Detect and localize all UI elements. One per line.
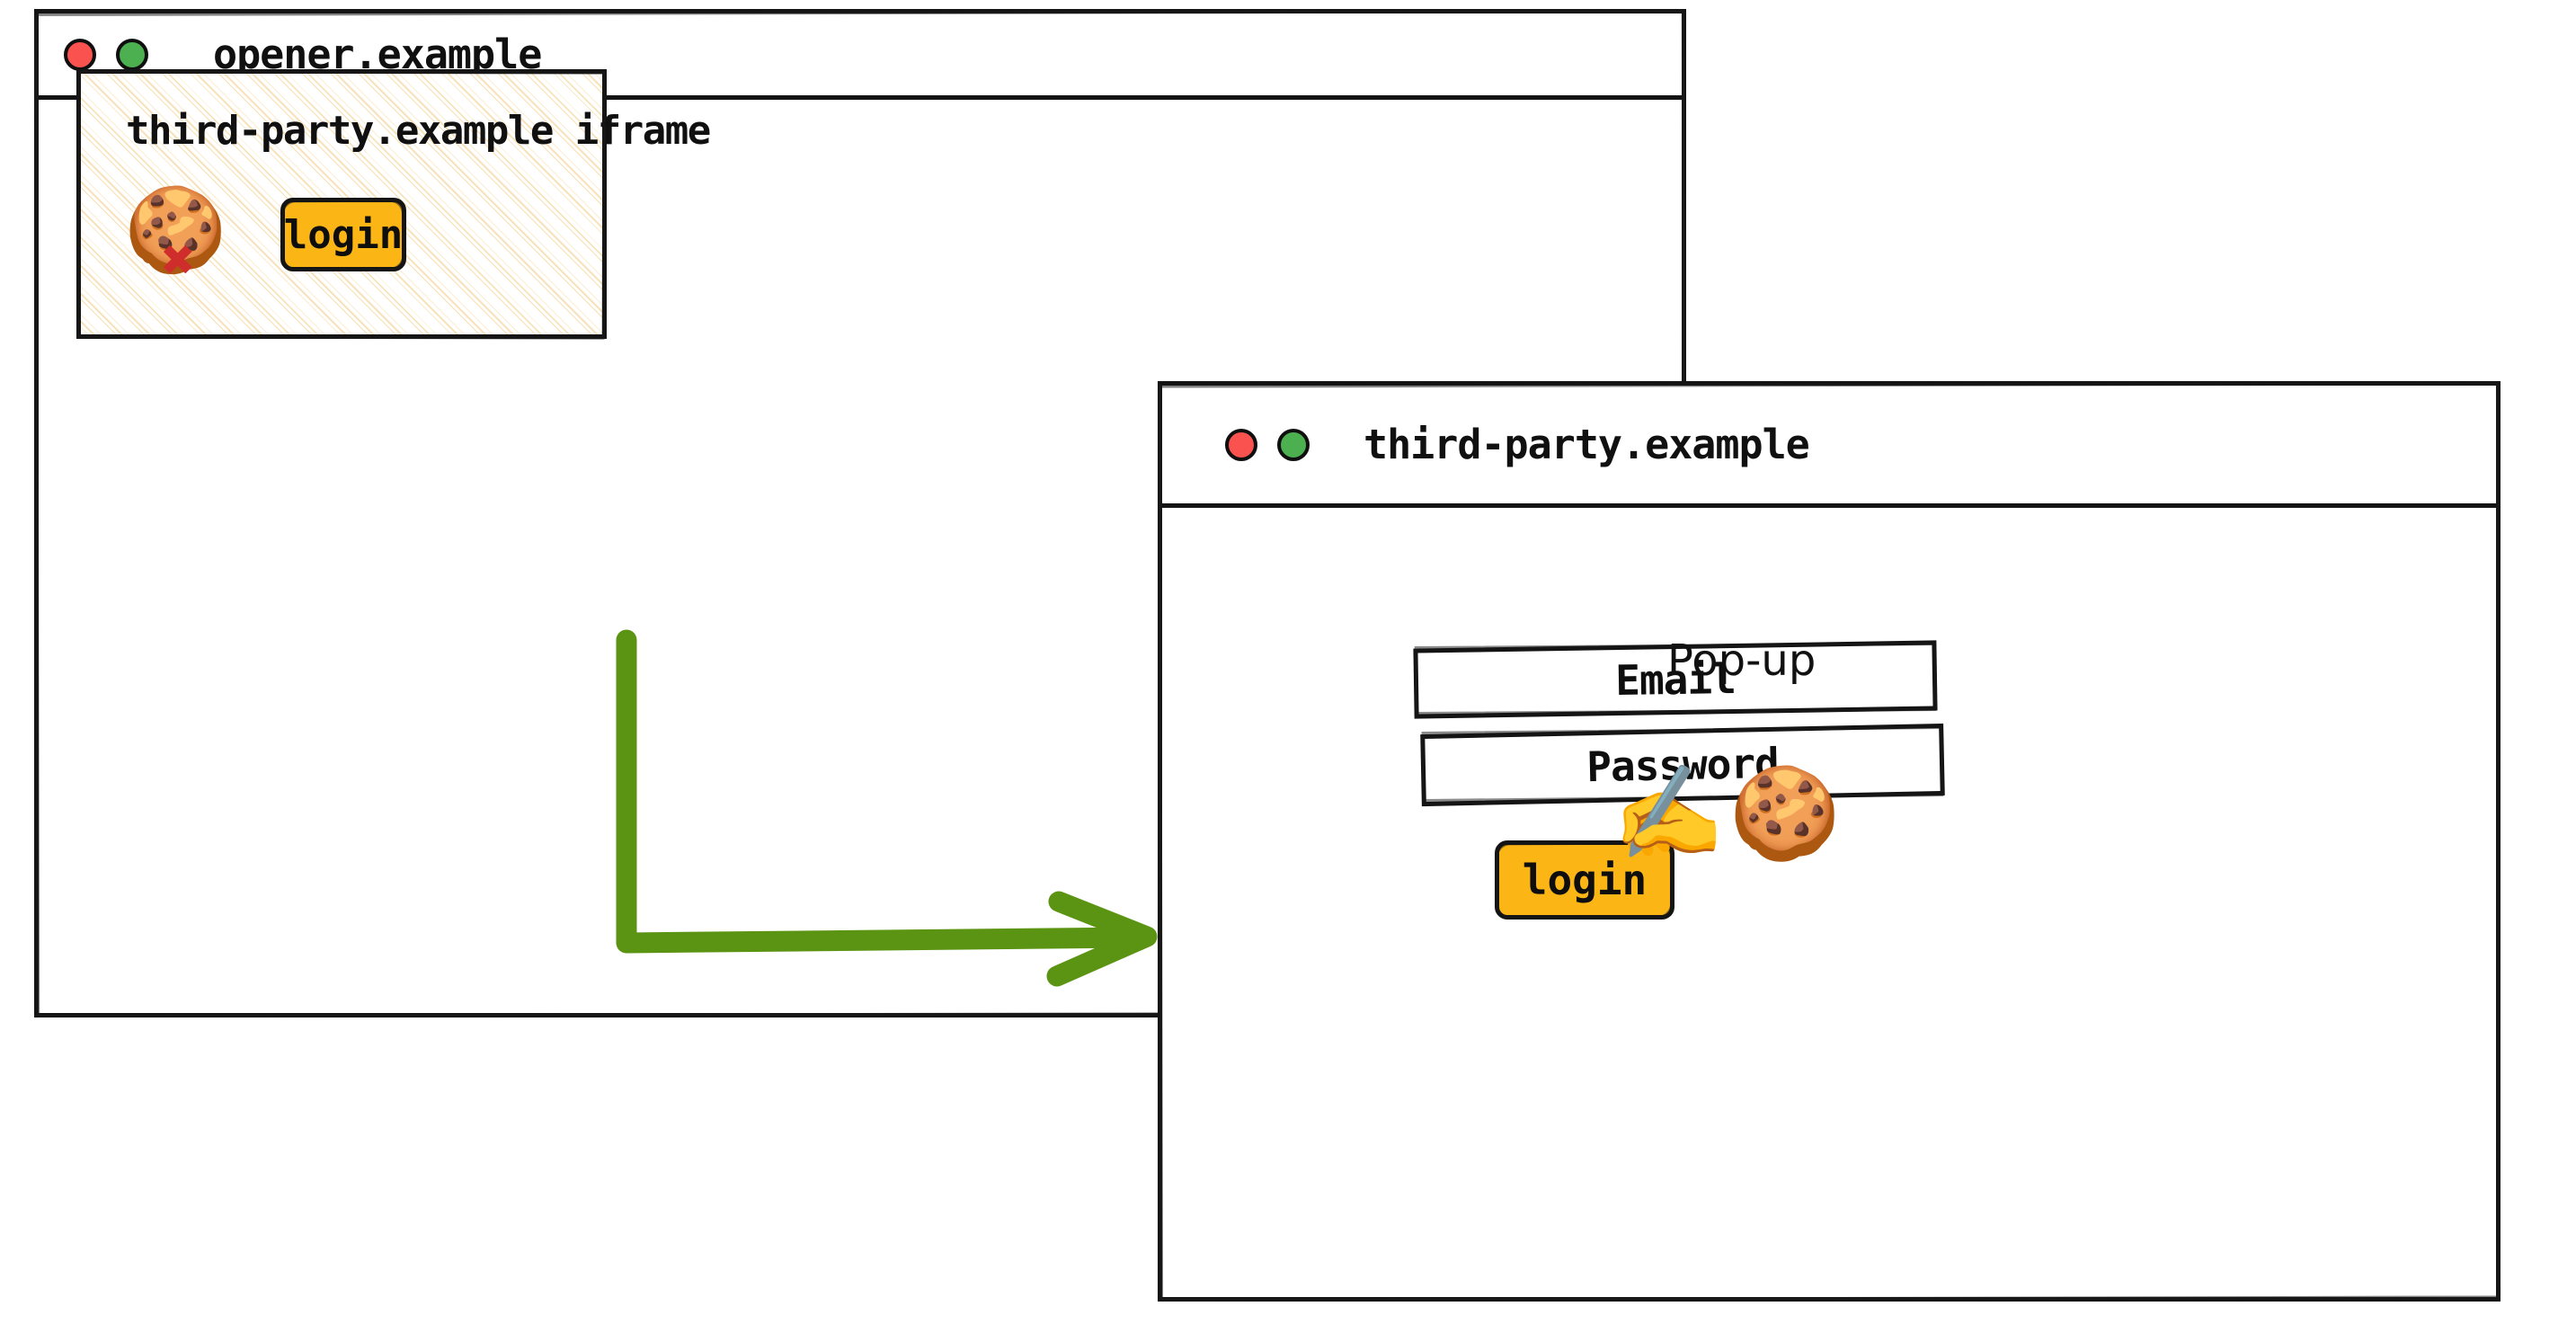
third-party-iframe: third-party.example iframe 🍪 ✖ login bbox=[76, 69, 711, 339]
popup-browser-window: third-party.example Email Password login… bbox=[1158, 381, 2500, 1302]
red-cross-mark-icon: ✖ bbox=[162, 227, 196, 292]
signin-cookie-group: ✍️ 🍪 bbox=[1608, 757, 1842, 869]
popup-traffic-lights bbox=[1225, 428, 1310, 461]
cookie-icon: 🍪 bbox=[1728, 760, 1842, 866]
blocked-cookie-group: 🍪 ✖ bbox=[124, 189, 227, 293]
popup-window-title: third-party.example bbox=[1364, 421, 1810, 468]
maximize-dot-icon[interactable] bbox=[1277, 428, 1310, 461]
popup-login-button[interactable]: login bbox=[1495, 840, 1674, 920]
popup-content: Email Password login Pop-up ✍️ 🍪 bbox=[1162, 508, 2496, 1297]
popup-annotation-label: Pop-up bbox=[1667, 635, 1817, 686]
writing-hand-icon: ✍️ bbox=[1608, 756, 1728, 870]
close-dot-icon[interactable] bbox=[1225, 428, 1257, 461]
close-dot-icon[interactable] bbox=[64, 38, 96, 71]
maximize-dot-icon[interactable] bbox=[116, 38, 148, 71]
opener-traffic-lights bbox=[64, 38, 148, 71]
popup-titlebar: third-party.example bbox=[1162, 386, 2496, 508]
cookie-icon: 🍪 bbox=[124, 182, 227, 278]
iframe-login-button[interactable]: login bbox=[280, 198, 406, 271]
iframe-title-label: third-party.example iframe bbox=[126, 108, 711, 154]
